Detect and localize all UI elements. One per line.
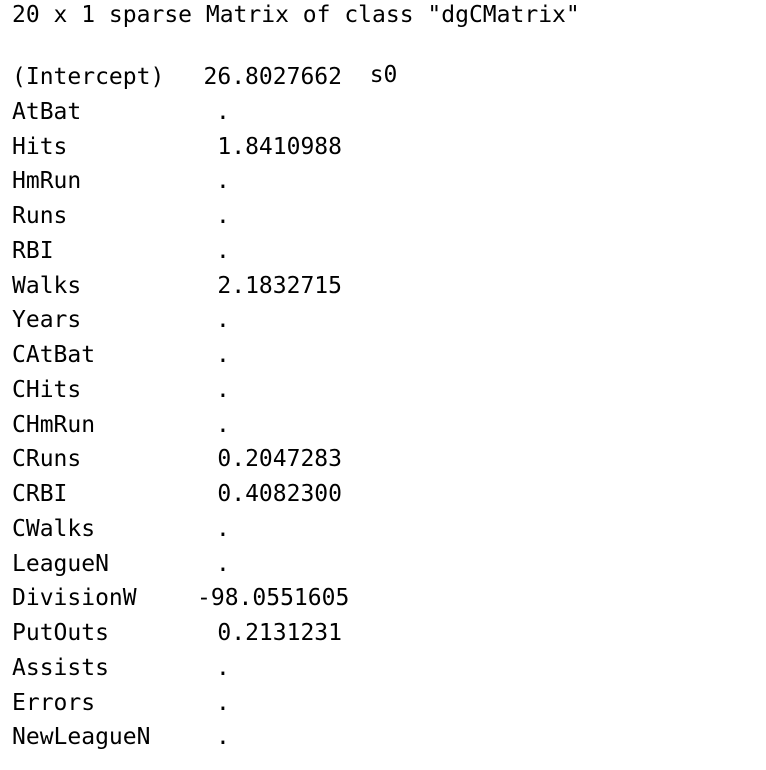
row-name: CHits — [12, 376, 82, 403]
matrix-row: AtBat. — [12, 95, 752, 130]
row-value: 0.2131231 — [217, 620, 342, 646]
row-name: Walks — [12, 272, 82, 299]
row-name: CRuns — [12, 446, 82, 473]
matrix-row: Walks 2.1832715 — [12, 269, 752, 304]
matrix-row: CAtBat. — [12, 338, 752, 373]
matrix-row: Errors. — [12, 686, 752, 721]
matrix-title-line: 20 x 1 sparse Matrix of class "dgCMatrix… — [12, 2, 580, 28]
row-value: . — [216, 411, 230, 438]
row-value: 2.1832715 — [217, 272, 342, 299]
row-value: . — [216, 342, 230, 368]
row-name: CRBI — [12, 481, 68, 507]
row-value: . — [216, 654, 230, 681]
column-header-line: s0 — [12, 30, 752, 88]
console-output: 20 x 1 sparse Matrix of class "dgCMatrix… — [12, 0, 752, 755]
row-name: Errors — [12, 689, 96, 716]
matrix-row: PutOuts 0.2131231 — [12, 616, 752, 651]
matrix-row: Runs. — [12, 199, 752, 234]
row-name: (Intercept) — [12, 64, 165, 90]
column-header-s0: s0 — [369, 62, 398, 88]
row-name: PutOuts — [12, 620, 109, 646]
row-name: Years — [12, 307, 82, 334]
matrix-row: RBI. — [12, 234, 752, 269]
matrix-row: CRuns 0.2047283 — [12, 442, 752, 477]
row-name: AtBat — [12, 98, 82, 125]
matrix-row: NewLeagueN. — [12, 720, 752, 755]
row-name: LeagueN — [12, 550, 109, 577]
matrix-row: LeagueN. — [12, 547, 752, 582]
row-value: . — [216, 237, 230, 264]
row-value: . — [216, 689, 230, 716]
matrix-row: Hits 1.8410988 — [12, 130, 752, 165]
row-value: . — [216, 724, 230, 751]
row-name: CHmRun — [12, 411, 96, 438]
matrix-row: CHits. — [12, 373, 752, 408]
row-value: . — [216, 168, 230, 195]
matrix-row: CHmRun. — [12, 408, 752, 443]
matrix-row: CWalks. — [12, 512, 752, 547]
row-name: HmRun — [12, 168, 82, 195]
matrix-row: DivisionW -98.0551605 — [12, 581, 752, 616]
row-name: RBI — [12, 237, 54, 264]
row-value: 26.8027662 — [203, 64, 342, 90]
matrix-row: Assists. — [12, 651, 752, 686]
row-value: . — [216, 515, 230, 542]
matrix-row: (Intercept) 26.8027662 — [12, 60, 752, 95]
row-name: CAtBat — [12, 342, 96, 368]
row-name: CWalks — [12, 515, 96, 542]
row-name: Hits — [12, 133, 68, 160]
row-value: . — [216, 98, 230, 125]
row-value: 1.8410988 — [217, 133, 342, 160]
row-value: 0.2047283 — [217, 446, 342, 473]
row-value: . — [216, 376, 230, 403]
row-name: Assists — [12, 654, 109, 681]
row-value: 0.4082300 — [217, 481, 342, 507]
matrix-row: CRBI 0.4082300 — [12, 477, 752, 512]
matrix-row: HmRun. — [12, 164, 752, 199]
row-value: . — [216, 203, 230, 229]
row-name: Runs — [12, 203, 68, 229]
row-value: -98.0551605 — [197, 585, 350, 612]
row-name: DivisionW — [12, 585, 137, 612]
row-name: NewLeagueN — [12, 724, 151, 751]
row-value: . — [216, 550, 230, 577]
matrix-row: Years. — [12, 303, 752, 338]
row-value: . — [216, 307, 230, 334]
